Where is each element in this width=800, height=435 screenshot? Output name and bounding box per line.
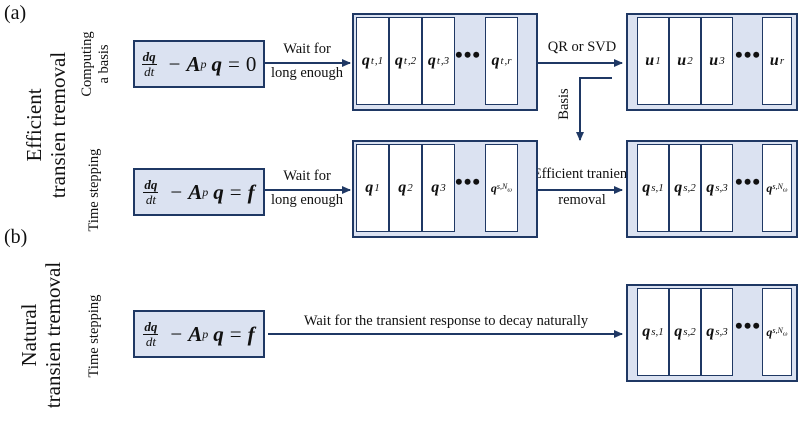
arrow-removal-label: Efficient tranient removal — [524, 165, 640, 210]
diagram: (a) (b) Efficient transien tremoval Natu… — [4, 2, 798, 408]
minus-sign: − — [170, 321, 183, 346]
state-q: q — [213, 321, 224, 346]
equals-sign: = — [228, 51, 240, 76]
row-b-label: Time stepping — [86, 286, 104, 386]
arrow-a2-label: Wait for long enough — [264, 167, 350, 210]
ellipsis-dots: ••• — [735, 169, 762, 194]
row-a2-label: Time stepping — [86, 140, 104, 240]
panel-a-title: Efficient transien tremoval — [22, 35, 72, 215]
arrow-removal-label-line1: Efficient tranient — [532, 166, 632, 182]
row-a2-label-text: Time stepping — [86, 148, 102, 232]
ellipsis-dots: ••• — [455, 42, 482, 67]
panel-a-title-line2: transien tremoval — [46, 51, 70, 199]
panel-b-tag: (b) — [4, 226, 28, 248]
equals-sign: = — [229, 179, 242, 204]
arrow-basis — [576, 77, 612, 141]
panel-b-title: Natural transien tremoval — [17, 235, 67, 435]
panel-a-title-line1: Efficient — [22, 88, 46, 162]
row-a1-label-line1: Computing — [79, 31, 95, 97]
row-a1-label: Computing a basis — [79, 19, 115, 109]
ellipsis-dots: ••• — [735, 313, 762, 338]
panel-b-title-line2: transien tremoval — [41, 261, 65, 409]
operator-a: A — [186, 51, 201, 76]
arrow-a1-label: Wait for long enough — [264, 40, 350, 83]
arrow-a1-label-line2: long enough — [270, 65, 344, 81]
equals-sign: = — [229, 321, 242, 346]
basis-label: Basis — [556, 88, 572, 120]
arrow-removal-label-line2: removal — [558, 192, 606, 208]
state-q: q — [213, 179, 224, 204]
ellipsis-dots: ••• — [455, 169, 482, 194]
equation-rhs: f — [247, 321, 255, 346]
arrow-a1-label-line1: Wait for — [283, 41, 331, 57]
panel-b-title-line1: Natural — [17, 303, 41, 367]
ellipsis-dots: ••• — [735, 42, 762, 67]
minus-sign: − — [168, 51, 181, 76]
minus-sign: − — [170, 179, 183, 204]
panel-a-tag: (a) — [4, 2, 27, 24]
operator-a: A — [188, 179, 203, 204]
row-b-label-text: Time stepping — [86, 294, 102, 378]
state-q: q — [211, 51, 223, 76]
equation-rhs: f — [247, 179, 255, 204]
equation-rhs: 0 — [245, 51, 257, 76]
arrow-qr-label: QR or SVD — [547, 39, 617, 55]
arrow-decay-label: Wait for the transient response to decay… — [303, 313, 589, 329]
arrow-a2-label-line2: long enough — [270, 192, 344, 208]
arrows-layer — [262, 59, 623, 338]
arrow-a2-label-line1: Wait for — [283, 168, 331, 184]
row-a1-label-line2: a basis — [96, 44, 112, 84]
operator-a: A — [188, 321, 203, 346]
